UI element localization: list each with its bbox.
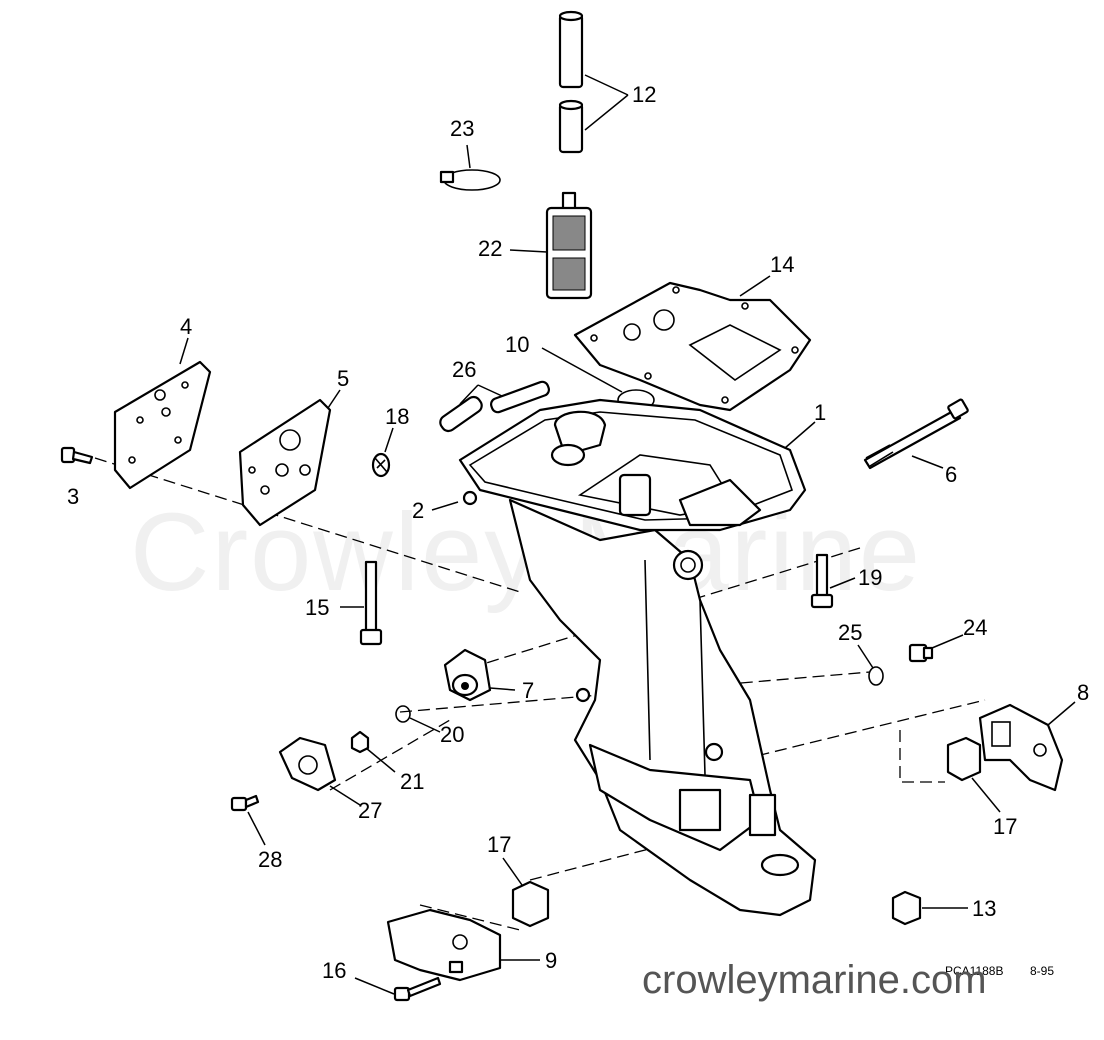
callout-26[interactable]: 26 [452,357,476,382]
callout-12[interactable]: 12 [632,82,656,107]
cover-part-9[interactable] [386,908,502,982]
site-footer: crowleymarine.com [642,958,987,1002]
callout-16[interactable]: 16 [322,958,346,983]
bolt-part-15[interactable] [359,560,383,646]
screw-part-3[interactable] [60,446,94,465]
water-tube-part-12[interactable] [558,10,584,154]
callout-7[interactable]: 7 [522,678,534,703]
diagram-code: PCA1188B [945,964,1003,978]
bolt-part-6[interactable] [863,398,969,470]
callout-10[interactable]: 10 [505,332,529,357]
callout-19[interactable]: 19 [858,565,882,590]
plug-part-24[interactable] [908,643,934,663]
screw-part-28[interactable] [230,794,260,812]
gasket-part-5[interactable] [238,398,332,527]
callout-15[interactable]: 15 [305,595,329,620]
callout-20[interactable]: 20 [440,722,464,747]
gasket-part-27[interactable] [278,736,337,792]
grommet-part-18[interactable] [371,452,391,478]
mount-part-7[interactable] [443,648,492,702]
block-part-17-bottom[interactable] [511,880,550,928]
callout-18[interactable]: 18 [385,404,409,429]
callout-17-bottom[interactable]: 17 [487,832,511,857]
callout-2[interactable]: 2 [412,498,424,523]
leader-lines [179,74,1076,995]
screw-part-16[interactable] [393,976,442,1002]
washer-part-20[interactable] [395,705,411,723]
block-part-17-right[interactable] [946,736,982,782]
callout-28[interactable]: 28 [258,847,282,872]
callout-8[interactable]: 8 [1077,680,1089,705]
callout-23[interactable]: 23 [450,116,474,141]
callout-4[interactable]: 4 [180,314,192,339]
diagram-reference: PCA1188B 8-95 [945,964,1054,978]
bolt-part-19[interactable] [810,553,834,609]
callout-24[interactable]: 24 [963,615,987,640]
block-part-13[interactable] [891,890,922,926]
callout-13[interactable]: 13 [972,896,996,921]
callout-27[interactable]: 27 [358,798,382,823]
callout-14[interactable]: 14 [770,252,794,277]
callout-3[interactable]: 3 [67,484,79,509]
nut-part-21[interactable] [350,730,370,754]
callout-6[interactable]: 6 [945,462,957,487]
cover-part-4[interactable] [113,360,212,490]
callout-5[interactable]: 5 [337,366,349,391]
callout-9[interactable]: 9 [545,948,557,973]
bracket-part-8[interactable] [978,703,1064,792]
callouts: 12 23 22 14 10 26 4 5 18 1 6 3 2 19 15 2… [67,82,1089,983]
filter-screen-part-22[interactable] [545,191,593,300]
diagram-date: 8-95 [1030,964,1054,978]
callout-1[interactable]: 1 [814,400,826,425]
callout-25[interactable]: 25 [838,620,862,645]
callout-22[interactable]: 22 [478,236,502,261]
gasket-part-14[interactable] [573,281,812,412]
hose-part-26[interactable] [438,380,551,434]
clamp-part-23[interactable] [439,169,501,191]
callout-17-right[interactable]: 17 [993,814,1017,839]
o-ring-part-25[interactable] [868,666,884,686]
exhaust-housing-part-1[interactable] [458,398,817,917]
callout-21[interactable]: 21 [400,769,424,794]
